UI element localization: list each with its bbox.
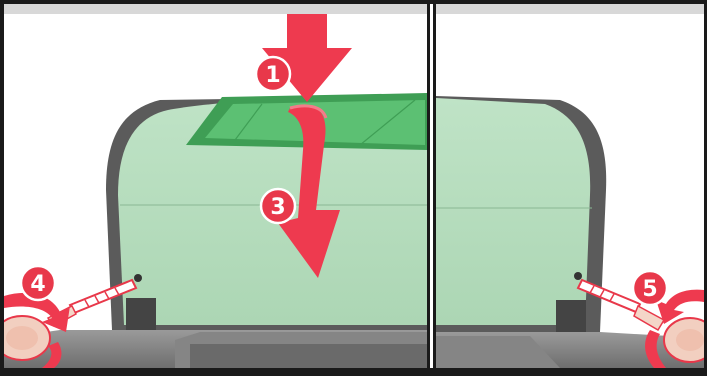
bracket-left — [126, 298, 156, 332]
panel-divider-line — [430, 4, 433, 368]
step-badge-3: 3 — [261, 189, 295, 223]
step-badge-5: 5 — [633, 271, 667, 305]
screw-hole-right — [574, 272, 582, 280]
left-panel — [0, 4, 430, 368]
step-badge-1: 1 — [256, 57, 290, 91]
step-number-4: 4 — [30, 272, 45, 297]
top-strip-right — [436, 4, 704, 14]
top-strip — [4, 4, 427, 14]
base-slot-inner — [190, 344, 430, 368]
screw-hole-left — [134, 274, 142, 282]
printer-cover-right — [436, 98, 590, 325]
step-number-5: 5 — [642, 277, 657, 302]
step-number-1: 1 — [265, 63, 280, 88]
right-panel — [436, 4, 707, 368]
step-badge-4: 4 — [21, 266, 55, 300]
bracket-right — [556, 300, 586, 334]
step-number-3: 3 — [270, 195, 285, 220]
